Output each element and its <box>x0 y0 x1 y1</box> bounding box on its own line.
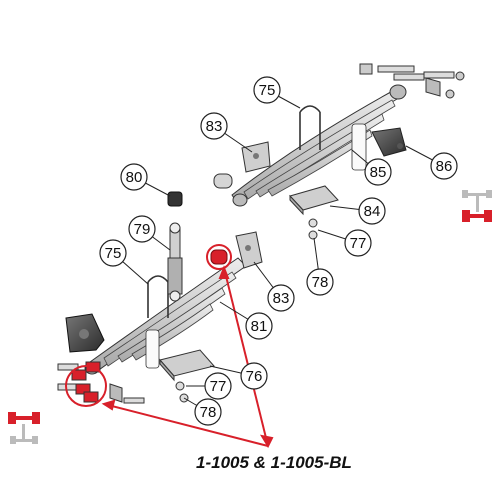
callout-circle <box>430 152 458 180</box>
callout-label: 81 <box>251 318 268 335</box>
callout-circle <box>306 268 334 296</box>
part-number-caption: 1-1005 & 1-1005-BL <box>196 453 352 472</box>
callout-label: 75 <box>259 82 276 99</box>
highlighted-bushing-upper <box>206 244 232 270</box>
callout-circle <box>344 229 372 257</box>
callout-label: 86 <box>436 158 453 175</box>
front-spring-plate <box>159 349 215 403</box>
callout-label: 80 <box>126 169 143 186</box>
callout-circle <box>204 372 232 400</box>
callout-label: 77 <box>350 235 367 252</box>
callout-label: 79 <box>134 221 151 238</box>
callout-label: 85 <box>370 164 387 181</box>
callout-label: 75 <box>105 245 122 262</box>
callout-circle <box>200 112 228 140</box>
callout-circle <box>128 215 156 243</box>
callout-label: 84 <box>364 203 381 220</box>
callout-label: 77 <box>210 378 227 395</box>
rear-spring-plate <box>289 185 339 240</box>
callout-circle <box>240 362 268 390</box>
rear-hanger-bracket <box>371 127 407 157</box>
callout-circle <box>99 239 127 267</box>
shock-absorber <box>167 222 183 302</box>
callout-circle <box>120 163 148 191</box>
callout-label: 76 <box>246 368 263 385</box>
vehicle-front-icon <box>8 412 40 444</box>
callout-label: 78 <box>312 274 329 291</box>
front-shackle-bracket <box>235 231 263 269</box>
rear-upper-bracket <box>241 141 271 173</box>
callout-circle <box>358 197 386 225</box>
rear-u-bolt <box>299 105 321 150</box>
callout-label: 78 <box>200 404 217 421</box>
highlight-circle-lower <box>65 365 107 407</box>
rear-shackle-hardware <box>359 63 465 99</box>
callout-circle <box>253 76 281 104</box>
callout-label: 83 <box>206 118 223 135</box>
callout-circle <box>245 312 273 340</box>
pointer-arrows <box>101 265 274 449</box>
bump-stop <box>167 191 183 207</box>
front-hanger-bracket <box>65 313 105 353</box>
rear-bushing <box>213 173 233 189</box>
callout-circle <box>267 284 295 312</box>
callout-circle <box>364 158 392 186</box>
vehicle-rear-icon <box>462 190 492 222</box>
callout-label: 83 <box>273 290 290 307</box>
callout-circle <box>194 398 222 426</box>
callout-group: 75 83 85 86 80 84 79 77 75 78 83 81 76 77 78 <box>99 76 458 426</box>
